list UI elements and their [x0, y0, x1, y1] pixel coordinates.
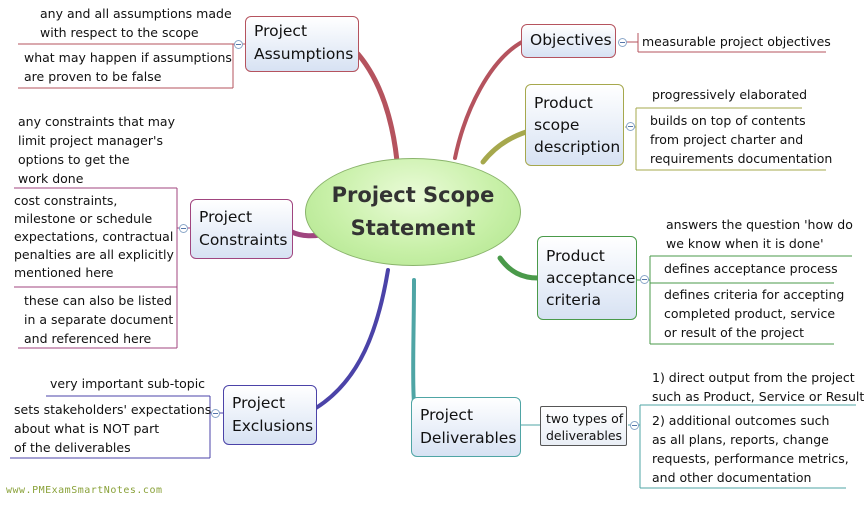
topic-product-scope-description[interactable]: Product scope description — [525, 84, 624, 166]
topic-product-acceptance-criteria[interactable]: Product acceptance criteria — [537, 236, 637, 320]
central-topic[interactable]: Project Scope Statement — [305, 158, 521, 266]
collapse-icon[interactable] — [630, 421, 639, 430]
leaf-acceptance-process: defines acceptance process — [664, 261, 838, 276]
topic-project-exclusions[interactable]: Project Exclusions — [223, 385, 317, 445]
topic-project-constraints[interactable]: Project Constraints — [190, 199, 293, 259]
leaf-constraints-limit: any constraints that may limit project m… — [18, 114, 175, 186]
leaf-scope-builds: builds on top of contents from project c… — [650, 113, 833, 166]
leaf-acceptance-criteria: defines criteria for accepting completed… — [664, 287, 845, 340]
branch-product-scope — [480, 129, 529, 165]
branch-deliverables — [411, 278, 416, 404]
leaf-objectives-measurable: measurable project objectives — [642, 34, 831, 49]
leaf-acceptance-question: answers the question 'how do we know whe… — [666, 217, 853, 251]
topic-project-assumptions[interactable]: Project Assumptions — [245, 16, 359, 72]
collapse-icon[interactable] — [626, 122, 635, 131]
leaf-assumptions-scope: any and all assumptions made with respec… — [40, 6, 232, 40]
leaf-deliverables-additional: 2) additional outcomes such as all plans… — [652, 413, 849, 485]
collapse-icon[interactable] — [234, 40, 243, 49]
leaf-assumptions-false: what may happen if assumptions are prove… — [24, 50, 232, 84]
leaf-exclusions-important: very important sub-topic — [50, 376, 206, 391]
leaf-constraints-separate: these can also be listed in a separate d… — [24, 293, 174, 346]
leaf-constraints-cost: cost constraints, milestone or schedule … — [14, 193, 174, 280]
collapse-icon[interactable] — [179, 224, 188, 233]
collapse-icon[interactable] — [618, 38, 627, 47]
topic-project-deliverables[interactable]: Project Deliverables — [411, 397, 521, 457]
collapse-icon[interactable] — [211, 409, 220, 418]
branch-assumptions — [355, 51, 401, 175]
central-topic-title: Project Scope Statement — [331, 183, 495, 240]
footer-website[interactable]: www.PMExamSmartNotes.com — [6, 485, 163, 496]
topic-objectives[interactable]: Objectives — [521, 24, 616, 58]
leaf-scope-progressive: progressively elaborated — [652, 87, 808, 102]
collapse-icon[interactable] — [640, 275, 649, 284]
branch-acceptance — [497, 255, 541, 281]
branch-objectives — [453, 40, 524, 160]
branch-exclusions — [314, 268, 390, 410]
leaf-exclusions-expectations: sets stakeholders' expectations about wh… — [14, 402, 212, 455]
subtopic-two-types-of-deliverables[interactable]: two types of deliverables — [540, 406, 627, 446]
leaf-deliverables-direct: 1) direct output from the project such a… — [652, 370, 865, 404]
